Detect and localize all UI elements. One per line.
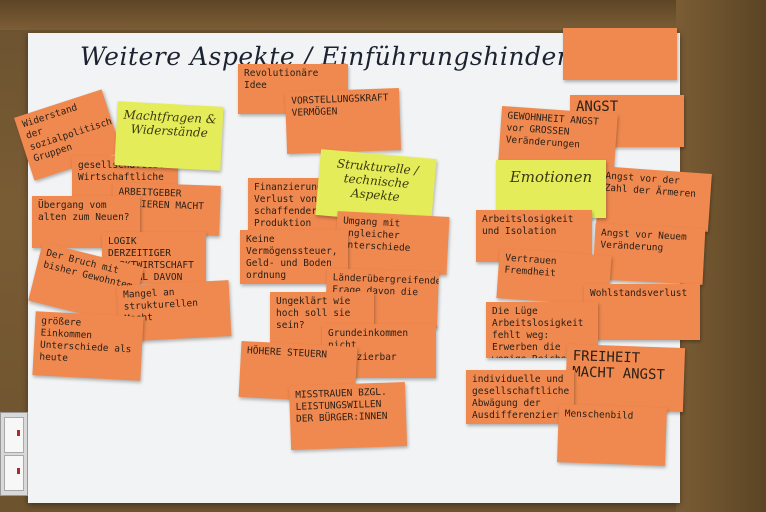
wall-shelf <box>0 412 28 496</box>
note-emotionen: Emotionen <box>496 160 606 218</box>
shelf-marker <box>17 430 20 436</box>
note-machtfragen: Machtfragen & Widerstände <box>114 101 224 171</box>
flipchart-title: Weitere Aspekte / Einführungshinderuisse <box>80 42 637 71</box>
note-logik: LOGIK DERZEITIGER MARKTWIRTSCHAFT ZENTRA… <box>102 232 206 284</box>
note-blank-top-right <box>563 28 677 80</box>
shelf-marker <box>17 468 20 474</box>
note-misstrauen: MISSTRAUEN BZGL. LEISTUNGSWILLEN DER BÜR… <box>288 381 408 451</box>
shelf-slot-top <box>4 417 24 453</box>
note-vorstellungskraft: VORSTELLUNGSKRAFT VERMÖGEN <box>284 88 402 154</box>
note-angst-vor: Angst vor der Zahl der Ärmeren <box>596 166 712 232</box>
note-menschenbild: Menschenbild <box>557 404 667 466</box>
shelf-slot-bottom <box>4 455 24 491</box>
note-einkommen: größere Einkommen Unterschiede als heute <box>32 311 144 381</box>
wooden-background-top <box>0 0 766 30</box>
note-freiheit: FREIHEIT MACHT ANGST <box>564 343 686 413</box>
note-individuell: individuelle und gesellschaftliche Abwäg… <box>466 370 574 424</box>
note-umgang: Umgang mit ungleicher Unterschiede <box>334 211 450 275</box>
note-wohlstand: Wohlstandsverlust <box>584 284 700 340</box>
